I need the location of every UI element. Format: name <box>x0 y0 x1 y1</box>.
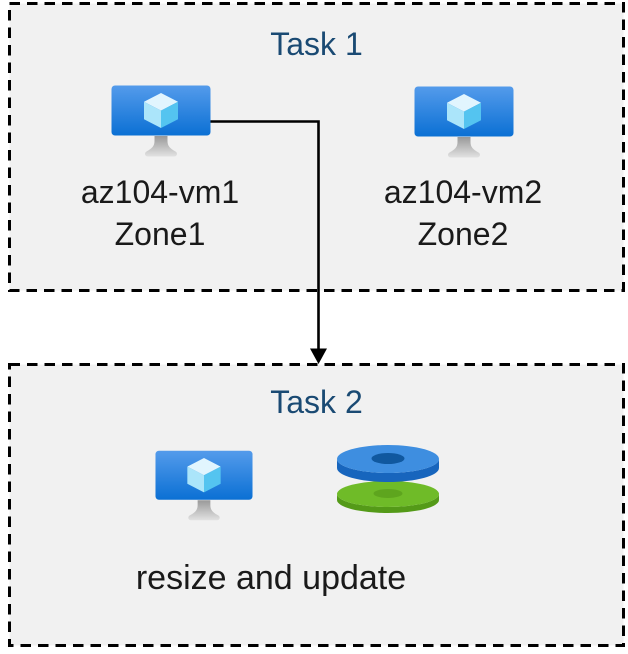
vm-stand <box>144 136 178 157</box>
cube-icon <box>144 93 178 128</box>
virtual-machine-icon <box>155 450 253 521</box>
virtual-machine-icon <box>414 86 514 158</box>
vm-label: az104-vm2 Zone2 <box>363 171 563 255</box>
task2-caption: resize and update <box>135 559 407 597</box>
task1-box <box>8 2 625 292</box>
vm-name: az104-vm1 <box>80 174 240 210</box>
virtual-machine-icon <box>111 85 211 157</box>
vm-name: az104-vm2 <box>383 174 543 210</box>
task1-title: Task 1 <box>270 26 363 62</box>
disk-green <box>337 481 439 513</box>
vm-stand <box>447 137 481 158</box>
connector-line <box>209 120 320 350</box>
cube-icon <box>187 458 221 493</box>
task2-title: Task 2 <box>270 384 363 420</box>
disks-icon <box>337 445 439 513</box>
vm-label: az104-vm1 Zone1 <box>60 171 260 255</box>
vm-zone: Zone1 <box>114 216 206 252</box>
task2-box <box>8 363 625 647</box>
cube-icon <box>447 94 481 129</box>
vm-zone: Zone2 <box>417 216 509 252</box>
connector-arrowhead <box>310 348 327 364</box>
disk-blue <box>337 445 439 482</box>
vm-stand <box>188 500 220 521</box>
